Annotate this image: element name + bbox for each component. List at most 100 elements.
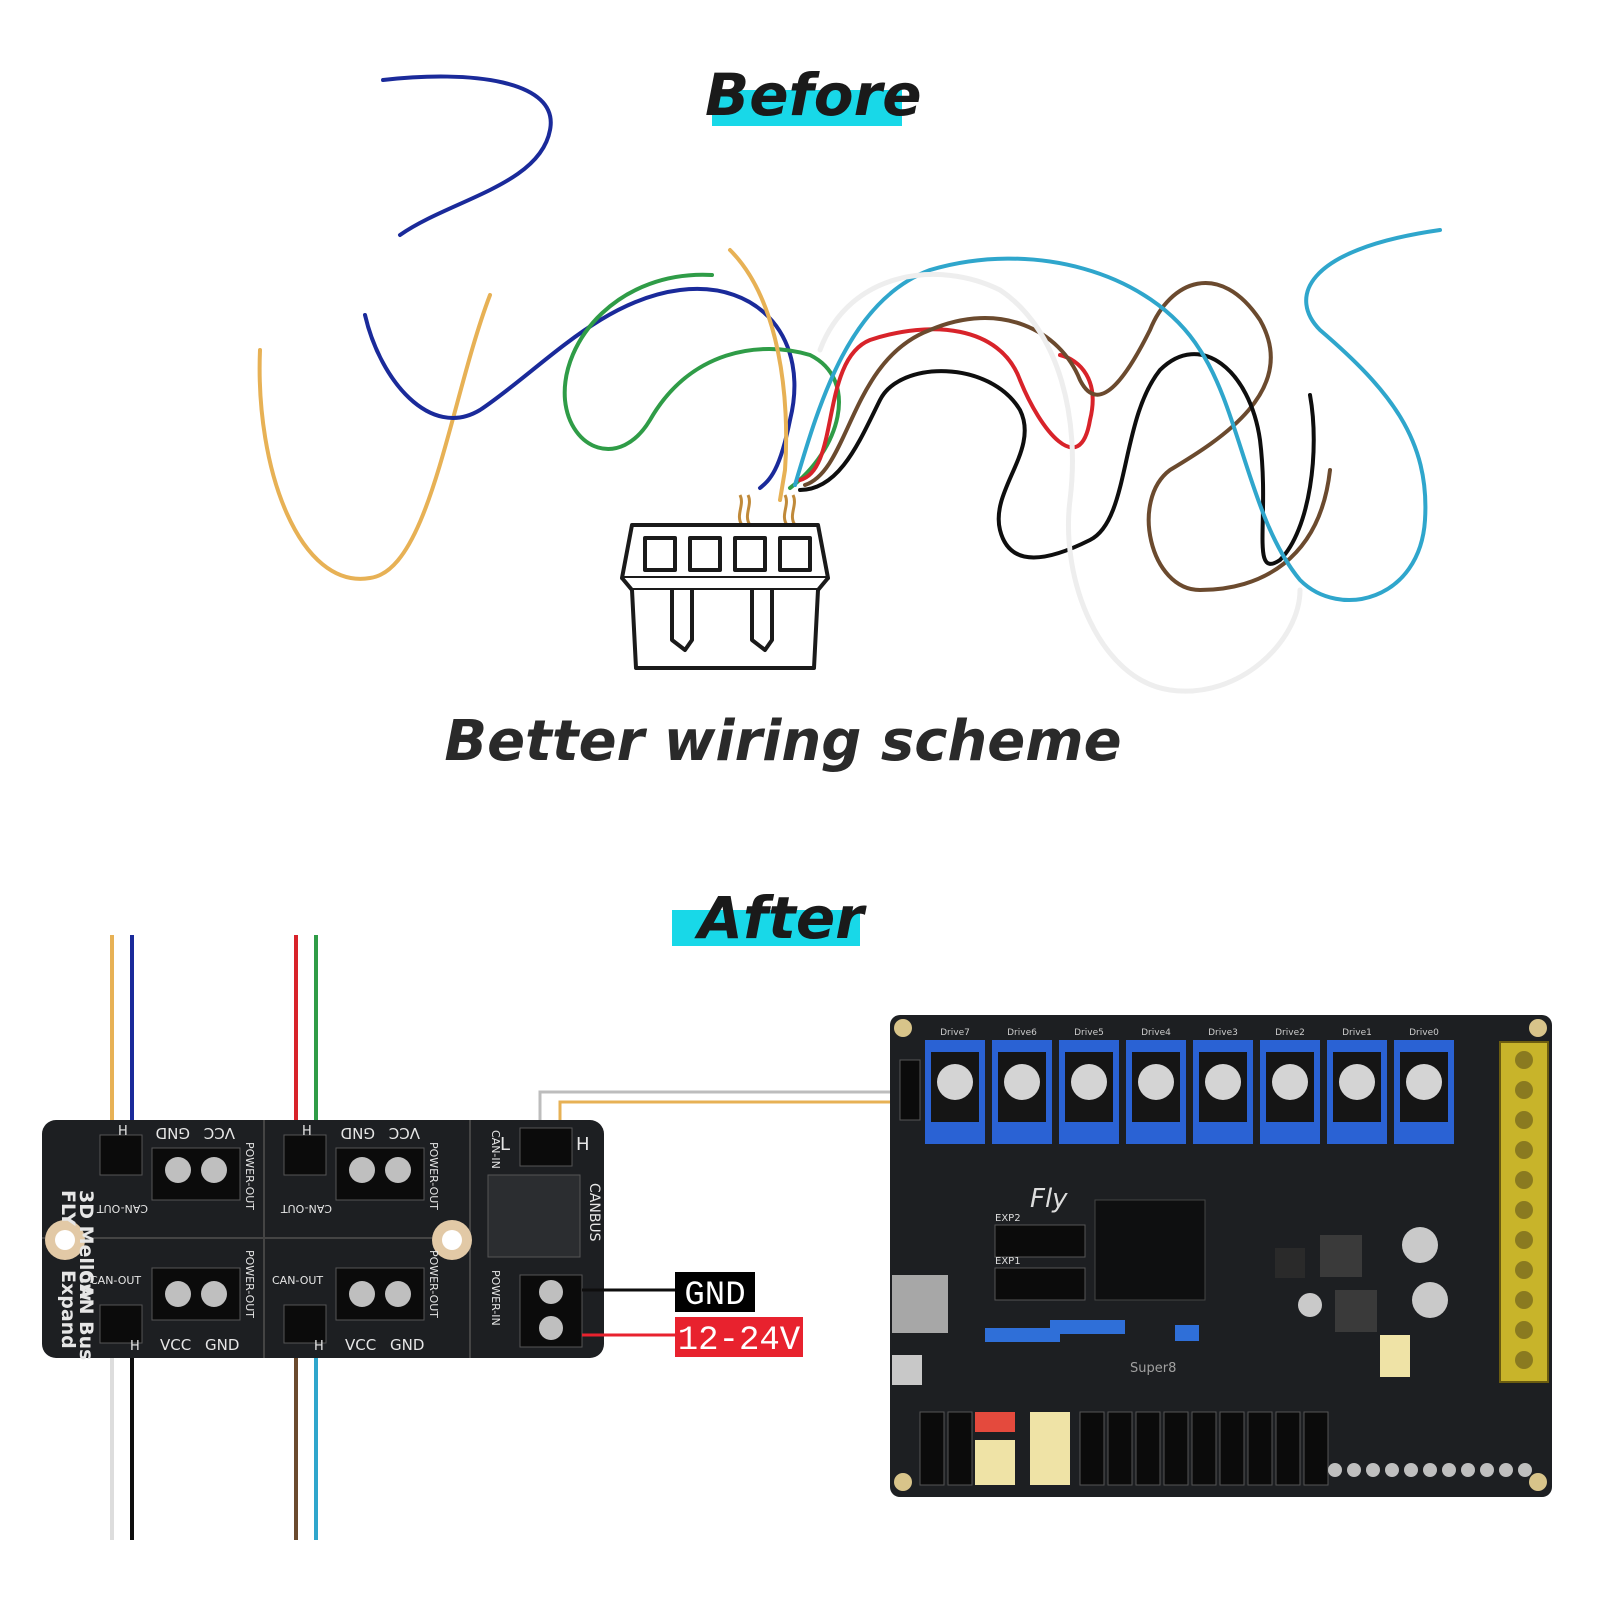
terminal-screw [1499,1463,1513,1477]
io-header [919,1411,945,1486]
vcc-label: VCC [160,1336,191,1354]
can-link-wires [538,1090,908,1128]
power-out-label: POWER-OUT [427,1142,440,1210]
terminal-screw [1347,1463,1361,1477]
jumper-header [985,1328,1060,1342]
terminal-screw [1518,1463,1532,1477]
terminal-screw [1404,1463,1418,1477]
brand-sub-label: FLY [57,1190,79,1226]
canbus-chip [487,1174,581,1258]
driver-capacitor [1272,1064,1308,1100]
terminal-screw [1461,1463,1475,1477]
gnd-tag-label: GND [684,1277,745,1315]
drive-label: Drive7 [940,1028,970,1038]
io-header [947,1411,973,1486]
terminal-screw [1515,1351,1533,1369]
inductor [1335,1290,1377,1332]
io-header [1135,1411,1161,1486]
yellow-connector [975,1440,1015,1485]
yellow-connector [1030,1412,1070,1485]
drive-label: Drive3 [1208,1028,1238,1038]
terminal-screw [1515,1111,1533,1129]
exp2-label: EXP2 [995,1213,1021,1224]
buzzer [1275,1248,1305,1278]
canbus-label: CANBUS [586,1183,602,1242]
io-header [1107,1411,1133,1486]
drive-label: Drive5 [1074,1028,1104,1038]
gnd-tag [675,1272,755,1312]
exp2-header [994,1224,1086,1258]
power-in-label: POWER-IN [489,1270,502,1326]
pin-h-label: H [118,1124,128,1139]
gnd-label: GND [390,1336,424,1354]
inductor [1320,1235,1362,1277]
usb-port [892,1355,922,1385]
terminal-screw [1480,1463,1494,1477]
drive-label: Drive6 [1007,1028,1037,1038]
exp1-label: EXP1 [995,1256,1021,1267]
terminal-screw [1515,1201,1533,1219]
wire-yellow-right [728,248,789,502]
jumper-header [1050,1320,1125,1334]
can-in-connector [519,1127,573,1167]
gnd-label: GND [341,1124,375,1142]
terminal-screw [1515,1231,1533,1249]
capacitor [1402,1227,1438,1263]
can-out-label: CAN-OUT [281,1202,332,1215]
io-header [1219,1411,1245,1486]
board-sub-label: Expand [57,1270,79,1349]
io-header [1303,1411,1329,1486]
power-out-label: POWER-OUT [243,1250,256,1318]
after-section: After [42,884,1552,1540]
power-out-terminal [335,1147,425,1201]
can-out-connector [283,1304,327,1344]
can-out-label: CAN-OUT [97,1202,148,1215]
terminal-screw [1515,1261,1533,1279]
mounting-hole [1529,1473,1547,1491]
terminal-screw [1385,1463,1399,1477]
terminal-screw [1515,1141,1533,1159]
can-port [899,1059,921,1121]
drive-label: Drive4 [1141,1028,1171,1038]
board-name-label: CAN Bus [75,1270,97,1360]
terminal-screw [1366,1463,1380,1477]
vcc-label: VCC [204,1124,235,1142]
terminal-block-icon [620,523,830,670]
before-title: Before [705,61,922,129]
red-connector [975,1412,1015,1432]
wire-cyan [793,228,1442,602]
io-header [1275,1411,1301,1486]
terminal-screw [1515,1171,1533,1189]
vcc-label: VCC [345,1336,376,1354]
io-header [1247,1411,1273,1486]
voltage-tag-label: 12-24V [678,1322,801,1360]
after-title: After [694,884,867,952]
voltage-tag [675,1317,803,1357]
brand-label: 3D Mellow [75,1190,97,1301]
brand-label: Fly [1030,1184,1068,1214]
capacitor [1298,1293,1322,1317]
driver-capacitor [1004,1064,1040,1100]
terminal-screw [1515,1051,1533,1069]
pin-h-label: H [576,1134,590,1155]
can-expander-board: 3D Mellow FLY CAN Bus Expand GND VCC GND… [42,1120,604,1360]
can-out-connector [99,1134,143,1176]
pin-l-label: L [500,1134,510,1155]
terminal-screw [1515,1291,1533,1309]
sd-card-slot [892,1275,948,1333]
driver-capacitor [937,1064,973,1100]
after-title-highlight [672,910,860,946]
capacitor [1412,1282,1448,1318]
jumper-header [1175,1325,1199,1341]
mounting-hole [894,1019,912,1037]
io-header [1191,1411,1217,1486]
pin-h-label: H [302,1124,312,1139]
model-label: Super8 [1130,1361,1176,1376]
pin-h-label: H [130,1339,140,1354]
wire-green [562,272,841,490]
pin-h-label: H [314,1339,324,1354]
terminal-screw [1442,1463,1456,1477]
can-out-connector [99,1304,143,1344]
